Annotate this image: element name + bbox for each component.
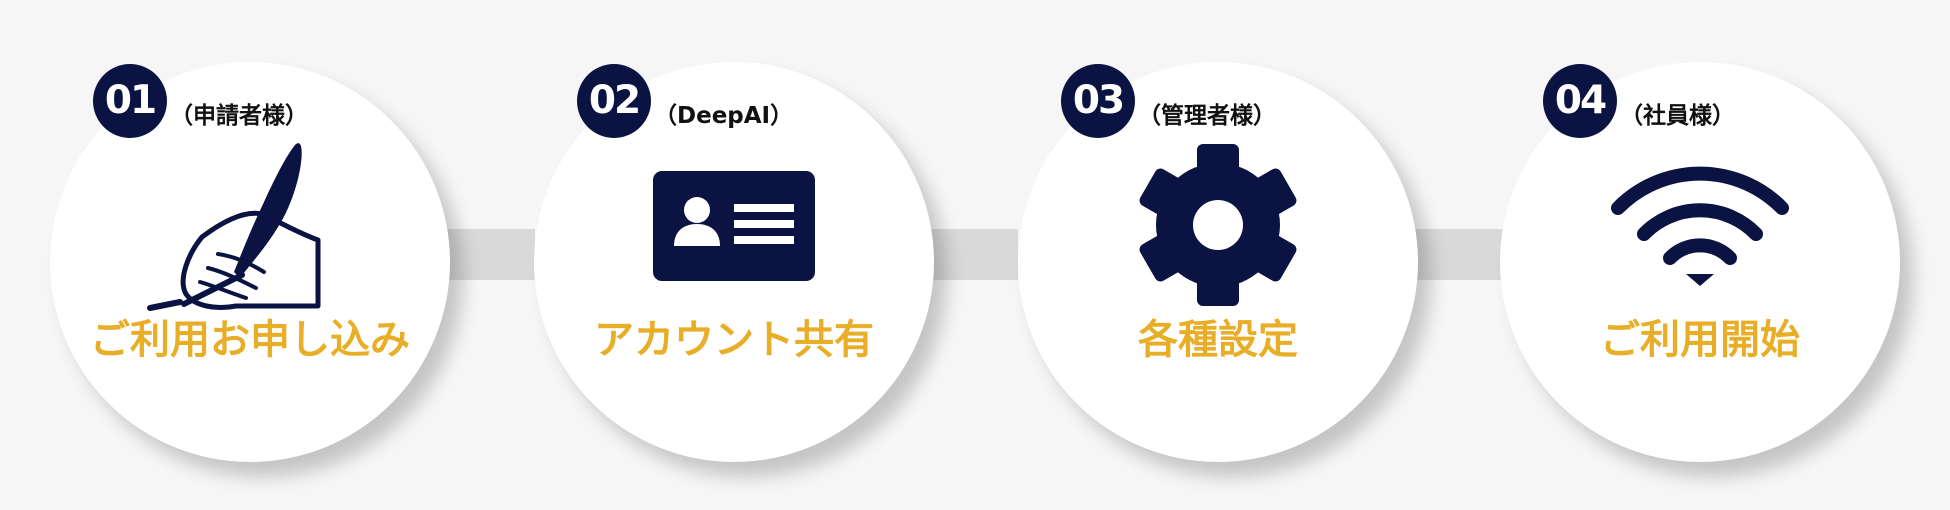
step-title: 各種設定 <box>1138 317 1298 363</box>
step-1: 01 （申請者様） ご利用お申し込み <box>50 62 450 462</box>
step-title: ご利用お申し込み <box>90 317 410 363</box>
step-3: 03 （管理者様） 各種設定 <box>1018 62 1418 462</box>
step-2: 02 （DeepAI） アカウント共有 <box>534 62 934 462</box>
step-title: ご利用開始 <box>1600 317 1800 363</box>
step-number-badge: 04 <box>1543 64 1617 138</box>
wifi-icon <box>1611 166 1789 286</box>
step-number-badge: 01 <box>93 64 167 138</box>
step-title: アカウント共有 <box>594 317 874 363</box>
step-number-badge: 03 <box>1061 64 1135 138</box>
gear-icon <box>1139 144 1297 306</box>
step-4: 04 （社員様） ご利用開始 <box>1500 62 1900 462</box>
step-role-label: （申請者様） <box>170 103 308 129</box>
step-number-badge: 02 <box>577 64 651 138</box>
pen-hand-icon <box>147 143 321 311</box>
step-role-label: （社員様） <box>1620 103 1735 129</box>
step-role-label: （DeepAI） <box>654 103 794 129</box>
step-role-label: （管理者様） <box>1138 103 1276 129</box>
id-card-icon <box>653 171 815 281</box>
